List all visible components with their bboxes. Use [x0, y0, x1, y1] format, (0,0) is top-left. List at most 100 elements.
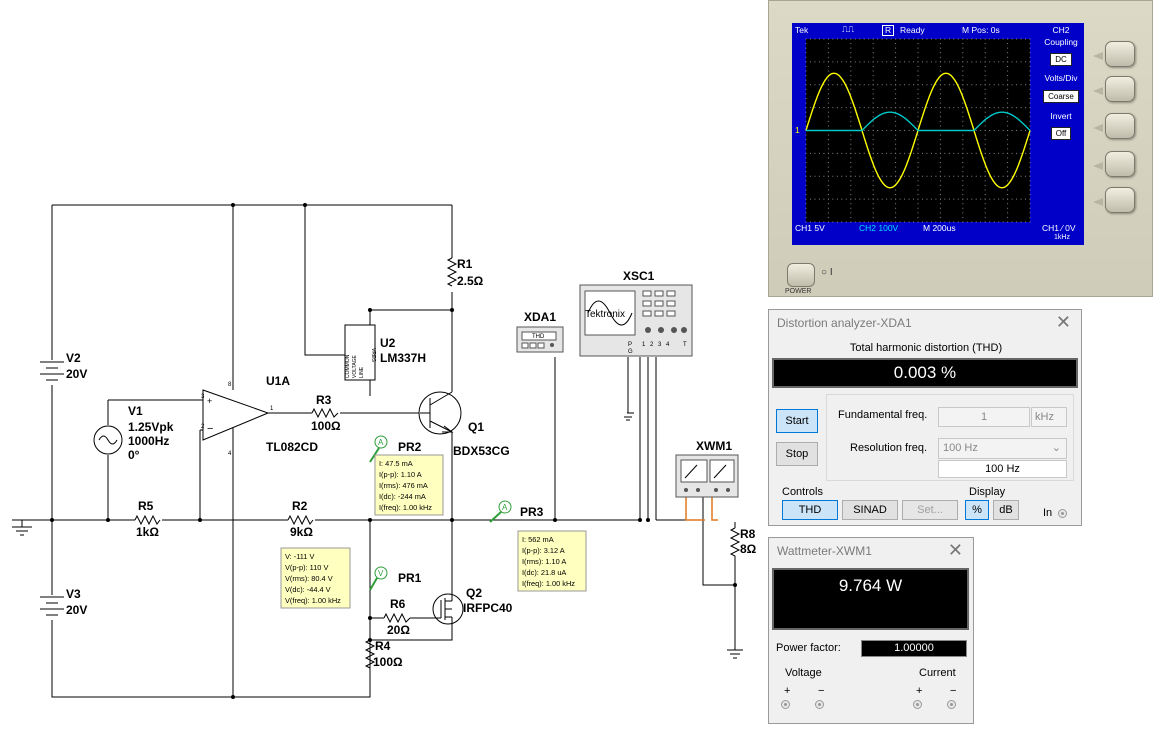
- coupling-value[interactable]: DC: [1037, 53, 1085, 66]
- wattmeter-window: Wattmeter-XWM1 ✕ 9.764 W Power factor: 1…: [768, 537, 974, 724]
- menu-button-3[interactable]: [1093, 113, 1135, 139]
- grid-dot: [872, 130, 874, 131]
- resistor-r5[interactable]: [134, 514, 161, 526]
- grid-dot: [1011, 84, 1013, 86]
- db-button[interactable]: dB: [993, 500, 1019, 520]
- menu-button-4[interactable]: [1093, 151, 1135, 177]
- grid-dot: [1029, 56, 1031, 58]
- grid-dot: [1007, 79, 1009, 81]
- opamp-u1a[interactable]: + −: [202, 389, 270, 441]
- close-icon[interactable]: ✕: [1055, 312, 1071, 332]
- grid-dot: [921, 38, 923, 40]
- grid-dot: [921, 152, 923, 154]
- current-minus-terminal[interactable]: [947, 700, 956, 709]
- pr3-line: I(rms): 1.10 A: [522, 557, 566, 566]
- grid-dot: [836, 198, 838, 200]
- grid-dot: [895, 148, 897, 150]
- resistor-r3[interactable]: [311, 407, 339, 419]
- grid-dot: [877, 84, 879, 86]
- grid-dot: [957, 61, 959, 63]
- resistor-r8[interactable]: [729, 527, 741, 560]
- grid-dot: [895, 130, 897, 131]
- thd-button[interactable]: THD: [782, 500, 838, 520]
- grid-dot: [948, 221, 950, 223]
- resistor-r4[interactable]: [364, 639, 376, 669]
- voltsdiv-value[interactable]: Coarse: [1037, 90, 1085, 103]
- close-icon[interactable]: ✕: [947, 540, 963, 560]
- grid-dot: [805, 56, 807, 58]
- svg-text:VOLTAGE: VOLTAGE: [352, 354, 358, 378]
- grid-dot: [841, 38, 843, 40]
- grid-dot: [1011, 152, 1013, 154]
- regulator-u2[interactable]: COMMON VOLTAGE LINE VREG: [344, 324, 376, 381]
- grid-dot: [863, 84, 865, 86]
- grid-dot: [1029, 212, 1031, 214]
- grid-dot: [913, 84, 915, 86]
- grid-dot: [984, 102, 986, 104]
- grid-dot: [921, 107, 923, 109]
- resistor-r2[interactable]: [287, 514, 314, 526]
- grid-dot: [899, 221, 901, 223]
- voltage-plus-terminal[interactable]: [781, 700, 790, 709]
- grid-dot: [1007, 216, 1009, 218]
- grid-dot: [899, 198, 901, 200]
- grid-dot: [895, 65, 897, 67]
- transistor-q1[interactable]: [418, 391, 462, 435]
- grid-dot: [899, 130, 901, 131]
- distortion-analyzer-xda1[interactable]: [516, 326, 564, 353]
- ac-source-v1[interactable]: [93, 425, 123, 455]
- battery-v3[interactable]: [40, 596, 64, 616]
- grid-dot: [953, 198, 955, 200]
- fundamental-freq-input[interactable]: 1: [938, 407, 1030, 427]
- grid-dot: [805, 157, 807, 159]
- grid-dot: [832, 38, 834, 40]
- voltmeter-probe-icon[interactable]: V: [369, 566, 388, 591]
- ammeter-probe-icon[interactable]: A: [489, 500, 512, 523]
- grid-dot: [1025, 175, 1027, 177]
- grid-dot: [827, 120, 829, 122]
- battery-v2[interactable]: [40, 361, 64, 381]
- set-button[interactable]: Set...: [902, 500, 958, 520]
- fundamental-freq-unit[interactable]: kHz: [1031, 407, 1067, 427]
- input-terminal[interactable]: [1058, 509, 1067, 518]
- grid-dot: [805, 194, 807, 196]
- grid-dot: [895, 189, 897, 191]
- voltage-minus-terminal[interactable]: [815, 700, 824, 709]
- grid-dot: [872, 102, 874, 104]
- resolution-freq-select[interactable]: 100 Hz ⌄: [938, 438, 1067, 459]
- grid-dot: [1029, 43, 1031, 45]
- resistor-r1[interactable]: [446, 257, 458, 287]
- grid-dot: [818, 107, 820, 109]
- power-button[interactable]: [787, 263, 815, 287]
- grid-dot: [805, 47, 807, 49]
- resistor-r6[interactable]: [383, 612, 411, 624]
- invert-value[interactable]: Off: [1037, 127, 1085, 140]
- start-button[interactable]: Start: [776, 409, 818, 433]
- grid-dot: [939, 175, 941, 177]
- u1-pin4: 4: [228, 451, 232, 457]
- sinad-button[interactable]: SINAD: [842, 500, 898, 520]
- grid-dot: [895, 207, 897, 209]
- percent-button[interactable]: %: [965, 500, 989, 520]
- grid-dot: [971, 198, 973, 200]
- grid-dot: [1025, 61, 1027, 63]
- current-plus-terminal[interactable]: [913, 700, 922, 709]
- window-title: Wattmeter-XWM1: [777, 544, 872, 558]
- wattmeter-xwm1[interactable]: [675, 454, 739, 498]
- stop-button[interactable]: Stop: [776, 442, 818, 466]
- oscilloscope-xsc1[interactable]: [579, 284, 693, 357]
- menu-button-5[interactable]: [1093, 187, 1135, 213]
- menu-button-2[interactable]: [1093, 76, 1135, 102]
- grid-dot: [1007, 120, 1009, 122]
- transistor-q2[interactable]: [432, 593, 464, 625]
- grid-dot: [850, 139, 852, 141]
- grid-dot: [917, 70, 919, 72]
- menu-button-1[interactable]: [1093, 41, 1135, 67]
- grid-dot: [845, 198, 847, 200]
- pr2-line: I: 47.5 mA: [379, 459, 413, 468]
- grid-dot: [966, 221, 968, 223]
- grid-dot: [1029, 194, 1031, 196]
- grid-dot: [872, 203, 874, 205]
- grid-dot: [939, 180, 941, 182]
- v1-ref-label: V1: [128, 404, 143, 418]
